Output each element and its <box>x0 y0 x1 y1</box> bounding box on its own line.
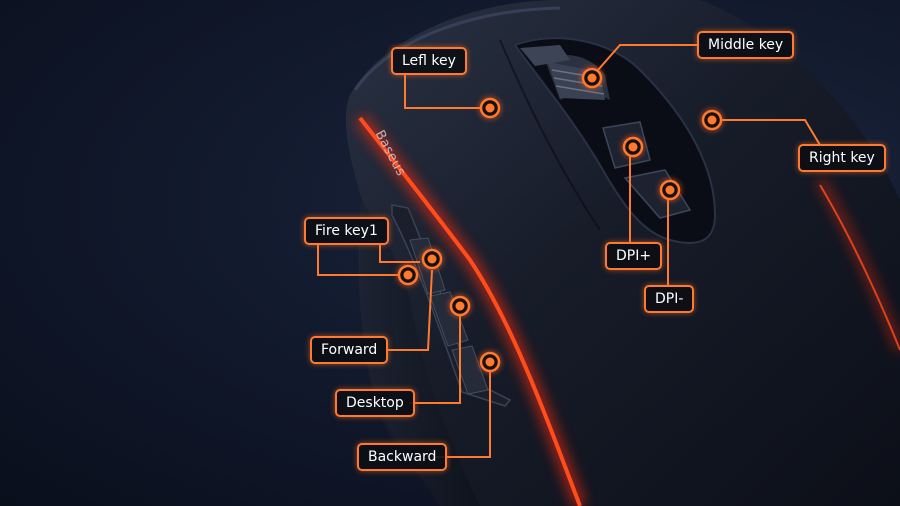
label-left-key: Lefl key <box>391 47 467 75</box>
hotspot-dpi-plus <box>621 135 645 159</box>
hotspot-dpi-minus <box>658 178 682 202</box>
label-backward: Backward <box>357 443 448 471</box>
label-dpi-plus: DPI+ <box>605 242 663 270</box>
label-forward: Forward <box>310 336 389 364</box>
leader-fire-key-2 <box>379 243 420 263</box>
callout-lines <box>317 44 821 458</box>
shell-highlight <box>353 6 561 91</box>
hotspot-middle-key <box>580 66 604 90</box>
hotspot-fire-key <box>396 263 420 287</box>
leader-backward <box>432 370 491 458</box>
leader-forward <box>385 269 433 351</box>
mouse-side-grip <box>360 200 480 506</box>
label-dpi-minus: DPI- <box>644 285 695 313</box>
hotspot-right-key <box>700 108 724 132</box>
hotspots <box>396 66 724 374</box>
label-fire-key: Fire key1 <box>304 217 389 245</box>
leader-left-key <box>404 75 480 109</box>
hotspot-backward <box>478 350 502 374</box>
hotspot-fire-key-2 <box>420 247 444 271</box>
label-right-key: Right key <box>798 144 886 172</box>
hotspot-left-key <box>478 96 502 120</box>
label-middle-key: Middle key <box>697 31 795 59</box>
leader-desktop <box>410 315 461 404</box>
light-strip <box>358 116 582 506</box>
dpi-minus-button <box>623 169 692 219</box>
label-desktop: Desktop <box>335 389 415 417</box>
leader-middle-key <box>597 44 700 71</box>
hotspot-forward-desktop <box>448 294 472 318</box>
leader-fire-key <box>317 243 400 276</box>
leader-right-key <box>722 119 821 146</box>
